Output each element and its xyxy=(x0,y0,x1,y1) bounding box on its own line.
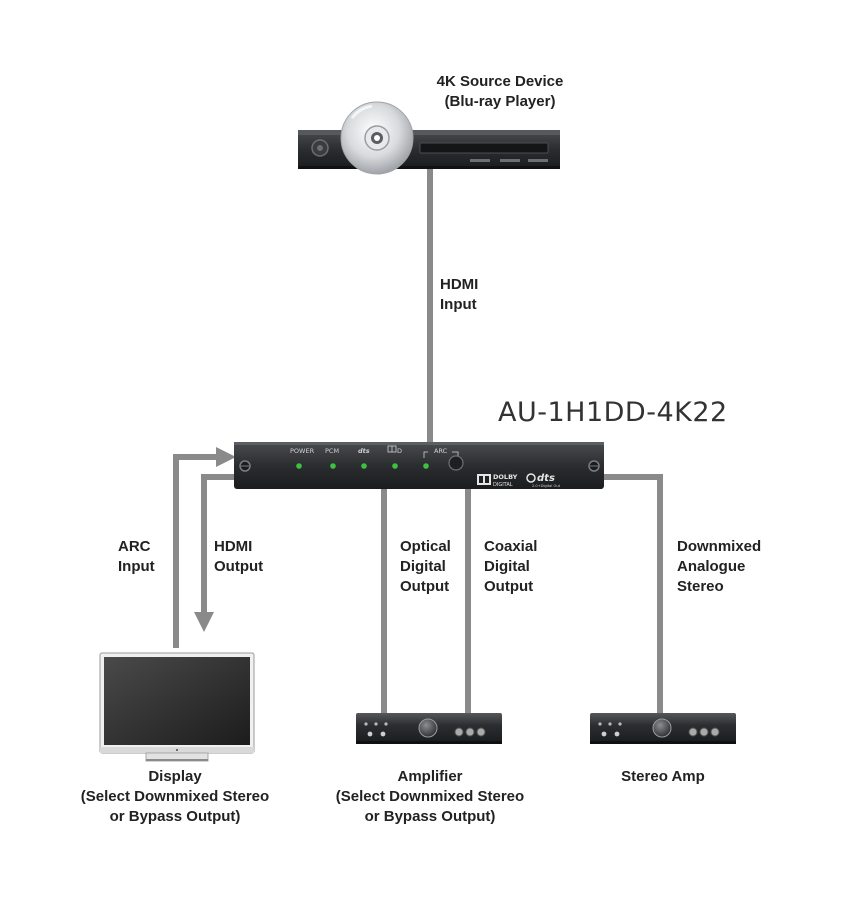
display-label: Display (Select Downmixed Stereo or Bypa… xyxy=(80,768,270,825)
led-dolby xyxy=(392,463,398,469)
led-dts xyxy=(361,463,367,469)
device-model-label: AU-1H1DD-4K22 xyxy=(498,397,728,428)
analogue-stereo-cable xyxy=(602,474,663,714)
arc-button xyxy=(448,455,464,471)
hdmi-output-cable xyxy=(201,474,234,614)
arc-input-cable xyxy=(173,454,222,648)
source-device-subtitle: (Blu-ray Player) xyxy=(444,93,556,110)
dolby-digital-badge: DOLBY DIGITAL xyxy=(477,473,518,488)
amplifier xyxy=(356,713,502,744)
arc-arrow-head xyxy=(216,447,236,467)
led-power xyxy=(296,463,302,469)
coaxial-output-label: Coaxial Digital Output xyxy=(484,538,538,595)
downmixed-stereo-label: Downmixed Analogue Stereo xyxy=(677,538,762,595)
stereo-amp xyxy=(590,713,736,744)
dolby-badge-line1: DOLBY xyxy=(493,473,518,481)
led-label-dolby: D xyxy=(397,447,402,455)
display-tv xyxy=(99,652,255,762)
au-device: POWER PCM dts D ARC DOLBY DIGITAL dts 2.… xyxy=(234,442,604,489)
disc-icon xyxy=(340,101,414,175)
led-label-dts: dts xyxy=(358,447,370,455)
dolby-badge-line2: DIGITAL xyxy=(493,482,513,488)
led-pcm xyxy=(330,463,336,469)
hdmi-output-label: HDMI Output xyxy=(214,538,264,575)
hdmi-output-arrow-head xyxy=(194,612,214,632)
hdmi-input-label: HDMI Input xyxy=(440,276,479,313)
stereo-amp-volume-knob-icon xyxy=(652,718,672,738)
optical-output-label: Optical Digital Output xyxy=(400,538,451,595)
led-label-arc: ARC xyxy=(434,447,448,455)
dts-swoosh-icon xyxy=(526,473,536,483)
dts-badge-text: dts xyxy=(537,473,555,484)
amplifier-label: Amplifier (Select Downmixed Stereo or By… xyxy=(335,768,525,825)
source-device-title: 4K Source Device xyxy=(436,73,564,90)
dts-badge-subtext: 2.0+Digital Out xyxy=(532,484,561,488)
bluray-player xyxy=(298,101,560,175)
led-label-pcm: PCM xyxy=(325,447,339,455)
stereo-amp-label: Stereo Amp xyxy=(621,768,705,785)
cables xyxy=(173,165,663,714)
amplifier-volume-knob-icon xyxy=(418,718,438,738)
dts-badge: dts 2.0+Digital Out xyxy=(526,473,561,488)
arc-input-label: ARC Input xyxy=(118,538,155,575)
dolby-double-d-icon xyxy=(387,445,397,453)
led-arc xyxy=(423,463,429,469)
led-label-power: POWER xyxy=(290,447,315,455)
